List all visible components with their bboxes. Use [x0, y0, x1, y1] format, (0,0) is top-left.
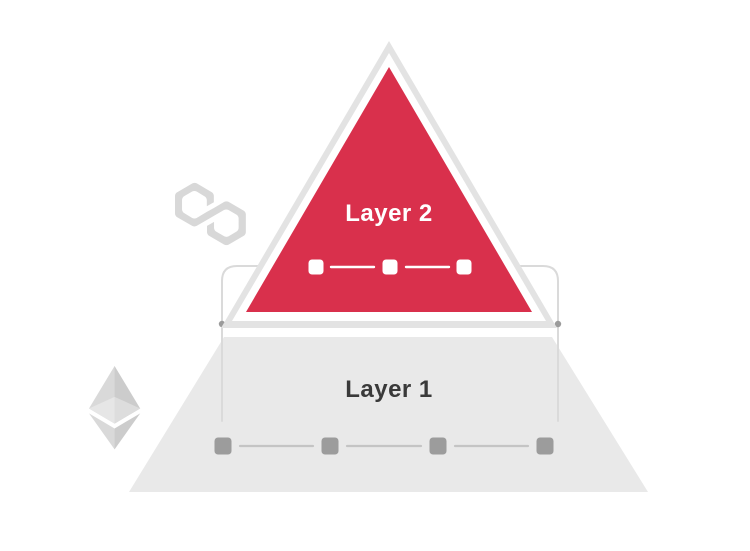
layer2-triangle — [246, 67, 532, 312]
layer2-block — [308, 259, 324, 275]
layer1-label: Layer 1 — [345, 376, 433, 403]
layer1-block — [536, 437, 554, 455]
layer2-blockchain — [308, 259, 472, 275]
layer1-block — [321, 437, 339, 455]
polygon-logo-icon — [175, 182, 246, 246]
ethereum-logo-icon — [89, 366, 141, 450]
layer1-block — [214, 437, 232, 455]
connector-dot-right — [554, 320, 562, 328]
layer1-blockchain — [214, 437, 554, 455]
layer2-block — [456, 259, 472, 275]
layer2-label: Layer 2 — [345, 200, 433, 227]
layer1-trapezoid — [129, 337, 648, 492]
layer2-block — [382, 259, 398, 275]
layer1-block — [429, 437, 447, 455]
